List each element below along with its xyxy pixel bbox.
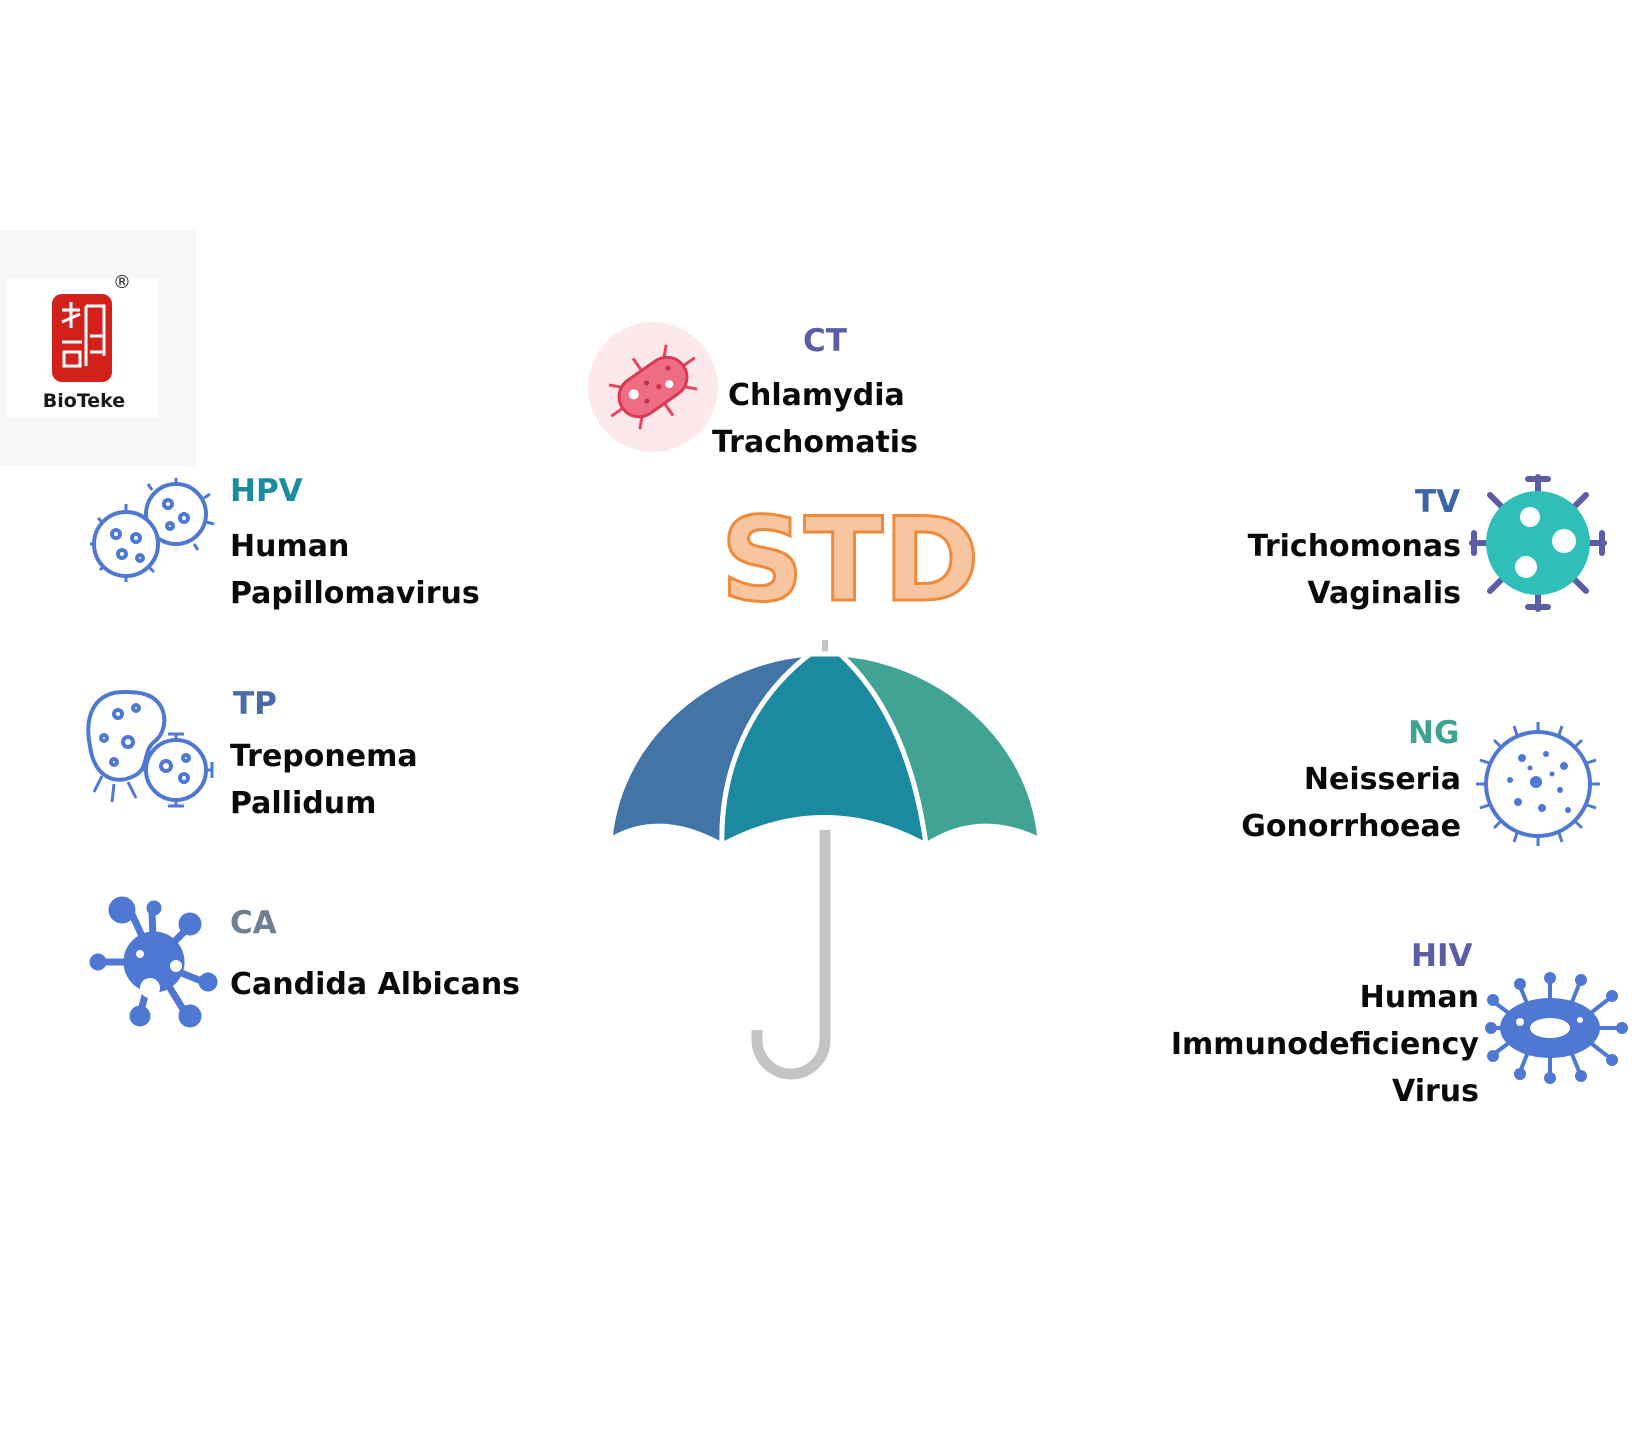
ct-name-line-2: Trachomatis [712, 425, 918, 460]
std-title: STD [719, 492, 981, 630]
hiv-name-line-3: Virus [1392, 1074, 1479, 1109]
tv-name-line-2: Vaginalis [1307, 576, 1461, 611]
coccus-icon [1476, 722, 1600, 846]
ng-name-line-1: Neisseria [1303, 762, 1461, 797]
tv-abbr: TV [1415, 484, 1461, 520]
logo-seal-icon [52, 294, 112, 382]
ng-abbr: NG [1408, 715, 1460, 751]
ct-abbr: CT [803, 323, 847, 359]
registered-mark: ® [113, 272, 131, 293]
bacteria-virus-icon [86, 689, 214, 808]
svg-text:STD: STD [721, 493, 980, 628]
hpv-name-line-1: Human [230, 529, 350, 564]
fungus-icon [89, 896, 218, 1028]
tp-name-line-1: Treponema [230, 739, 418, 774]
tp-abbr: TP [233, 686, 277, 722]
hiv-virus-icon [1485, 972, 1628, 1084]
ct-name-line-1: Chlamydia [728, 378, 905, 413]
tp-name-line-2: Pallidum [230, 786, 377, 821]
ng-name-line-2: Gonorrhoeae [1241, 809, 1461, 844]
protozoa-icon [1469, 474, 1607, 612]
tv-name-line-1: Trichomonas [1247, 529, 1461, 564]
umbrella-icon [607, 640, 1043, 1080]
hiv-abbr: HIV [1411, 938, 1473, 974]
ca-abbr: CA [230, 905, 277, 941]
ca-name-line-1: Candida Albicans [230, 967, 521, 1002]
hiv-name-line-1: Human [1359, 980, 1479, 1015]
bacterium-icon [588, 322, 718, 452]
logo-brand-text: BioTeke [42, 390, 126, 412]
umbrella-panel-middle [719, 651, 930, 850]
hiv-name-line-2: Immunodeficiency [1170, 1027, 1479, 1062]
hpv-name-line-2: Papillomavirus [230, 576, 480, 611]
virus-cluster-icon [90, 478, 215, 582]
hpv-abbr: HPV [230, 473, 303, 509]
